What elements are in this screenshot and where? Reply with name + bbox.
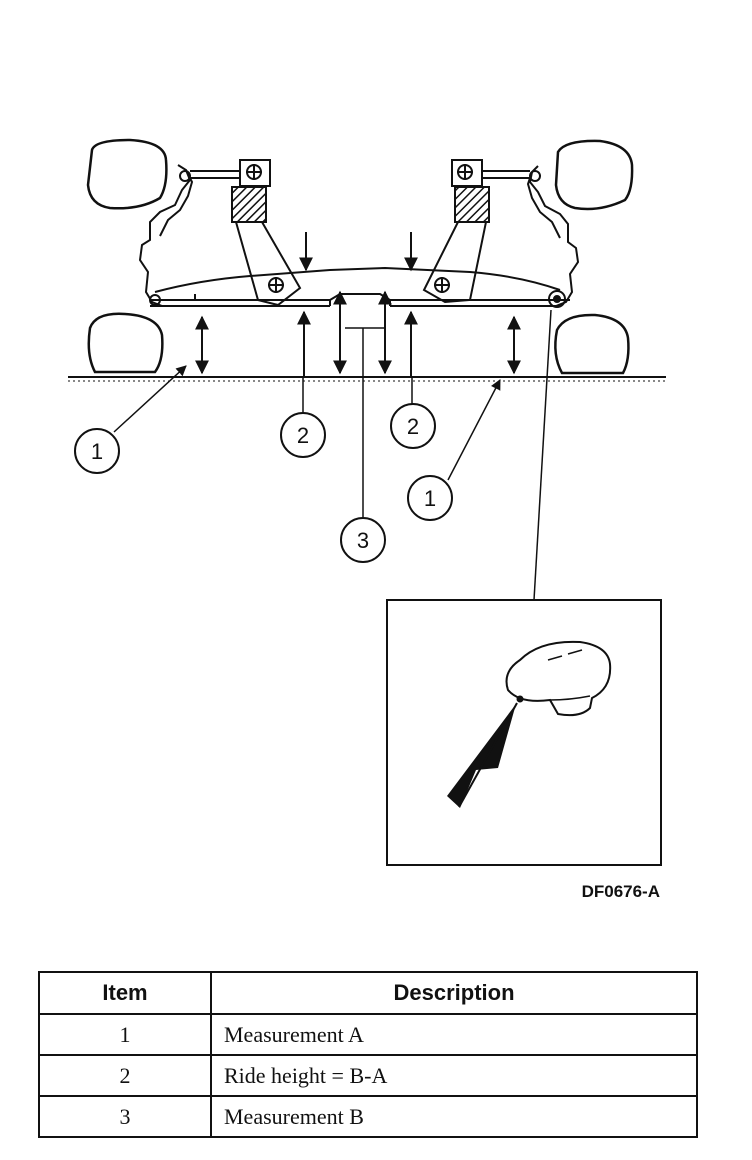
- detail-inset: [386, 599, 662, 866]
- header-item: Item: [38, 971, 212, 1015]
- svg-text:2: 2: [407, 414, 419, 439]
- callout-2-right: 2: [390, 403, 436, 449]
- detail-pointer-arrow: [447, 704, 516, 808]
- svg-text:2: 2: [297, 423, 309, 448]
- svg-text:3: 3: [357, 528, 369, 553]
- figure-id: DF0676-A: [582, 882, 660, 901]
- left-knuckle: [138, 164, 194, 307]
- table-row: 1 Measurement A: [38, 1013, 698, 1056]
- upper-links: [190, 170, 530, 179]
- wheel-lower-right: [554, 313, 630, 375]
- legend-description: Measurement B: [210, 1095, 698, 1138]
- header-description: Description: [210, 971, 698, 1015]
- legend-description: Ride height = B-A: [210, 1054, 698, 1097]
- measurement-arrows: [195, 232, 521, 376]
- table-row: 3 Measurement B: [38, 1095, 698, 1138]
- axle-beam: [149, 266, 570, 308]
- wheel-upper-left: [86, 138, 168, 210]
- suspension-diagram: 1 2 2 1 3 DF0676-A: [68, 138, 666, 901]
- left-radius-arm: [231, 159, 302, 307]
- legend-header-row: Item Description: [38, 971, 698, 1015]
- callout-1-left: 1: [74, 428, 120, 474]
- wheel-upper-right: [554, 139, 634, 211]
- svg-text:1: 1: [424, 486, 436, 511]
- legend-table: Item Description 1 Measurement A 2 Ride …: [38, 971, 698, 1138]
- legend-item: 1: [38, 1013, 212, 1056]
- right-knuckle: [526, 165, 580, 307]
- wheel-lower-left: [87, 312, 164, 374]
- callout-1-right: 1: [407, 475, 453, 521]
- callouts: 1 2 2 1 3: [74, 403, 453, 563]
- wheels: [86, 138, 634, 375]
- legend-item: 3: [38, 1095, 212, 1138]
- leader-lines: [113, 309, 552, 601]
- right-radius-arm: [422, 159, 490, 304]
- legend-item: 2: [38, 1054, 212, 1097]
- svg-text:1: 1: [91, 439, 103, 464]
- ground-line: [68, 376, 666, 382]
- callout-3: 3: [340, 517, 386, 563]
- table-row: 2 Ride height = B-A: [38, 1054, 698, 1097]
- callout-2-left: 2: [280, 412, 326, 458]
- legend-description: Measurement A: [210, 1013, 698, 1056]
